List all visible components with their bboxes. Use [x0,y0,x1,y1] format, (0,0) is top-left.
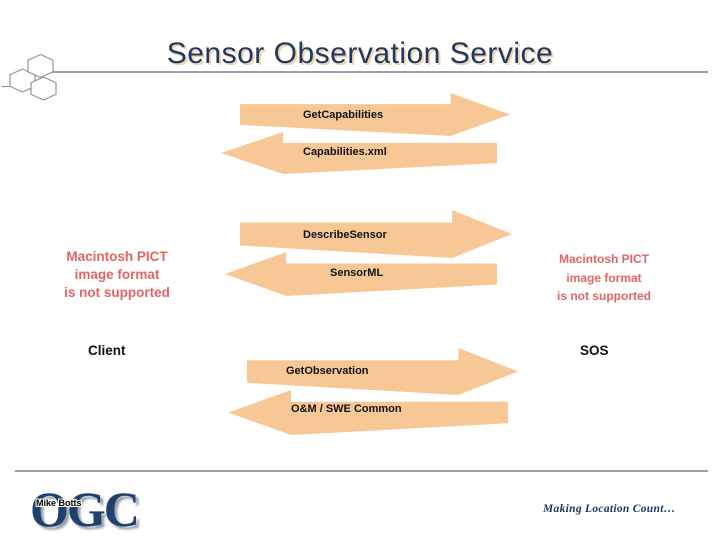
pict-placeholder-client: Macintosh PICT image format is not suppo… [31,248,203,302]
message-label-capabilities-xml: Capabilities.xml [303,146,387,158]
footer-divider [15,470,708,472]
hexagon-cluster-icon [2,53,57,101]
pict-line: image format [566,270,642,285]
message-label-sensorml: SensorML [330,267,384,279]
client-actor-label: Client [88,343,126,358]
ogc-tagline: Making Location Count… [543,503,676,515]
ogc-logo: OGC [30,481,140,537]
slide-title: Sensor Observation Service [166,37,554,70]
message-label-describe-sensor: DescribeSensor [303,229,387,241]
pict-line: image format [74,267,160,282]
pict-line: is not supported [64,285,170,300]
sos-actor-label: SOS [580,343,609,358]
pict-placeholder-sos: Macintosh PICT image format is not suppo… [518,250,690,306]
message-label-get-capabilities: GetCapabilities [303,109,384,121]
message-label-om-swe-common: O&M / SWE Common [291,403,402,415]
pict-line: is not supported [557,289,651,303]
author-credit: Mike Botts [36,498,82,508]
pict-line: Macintosh PICT [66,249,168,264]
message-label-get-observation: GetObservation [286,365,369,377]
pict-line: Macintosh PICT [558,252,649,266]
title-divider [28,71,708,73]
